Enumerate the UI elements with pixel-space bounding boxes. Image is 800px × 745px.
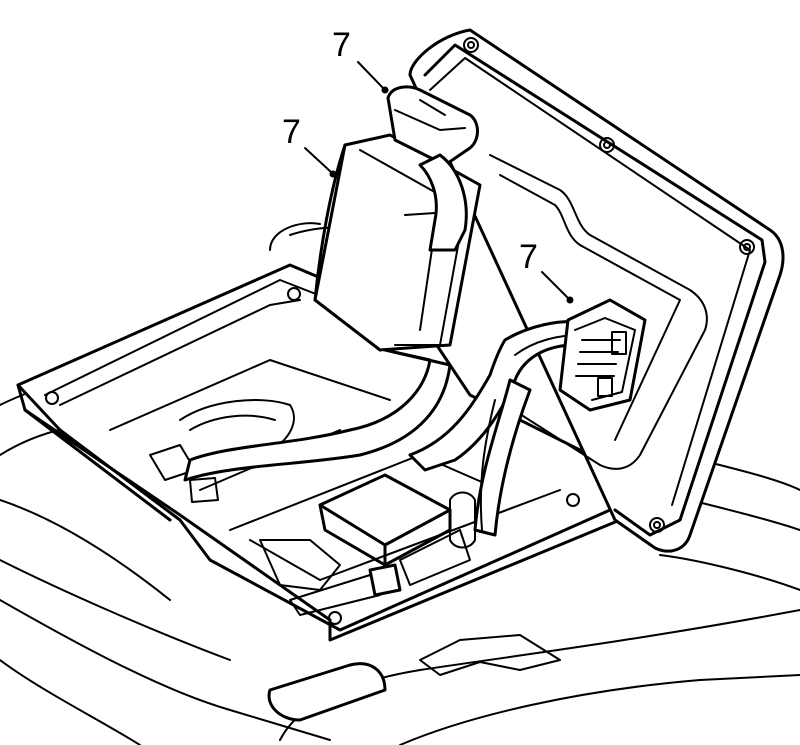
upper-connector: [386, 85, 479, 252]
leader-dot-3: [566, 296, 574, 304]
wiring-harness: [183, 320, 582, 537]
callout-leaders: [304, 61, 574, 304]
callout-label-upper-connector: 7: [332, 26, 351, 64]
leader-dot-1: [381, 86, 389, 94]
retaining-strap: [267, 634, 561, 722]
leader-dot-2: [329, 170, 337, 178]
inner-module-block: [318, 473, 476, 597]
callout-label-relay-module: 7: [282, 113, 301, 151]
control-unit-lid: [408, 28, 785, 553]
callout-label-ecu-connector: 7: [519, 238, 538, 276]
ecu-connector: [558, 298, 647, 412]
